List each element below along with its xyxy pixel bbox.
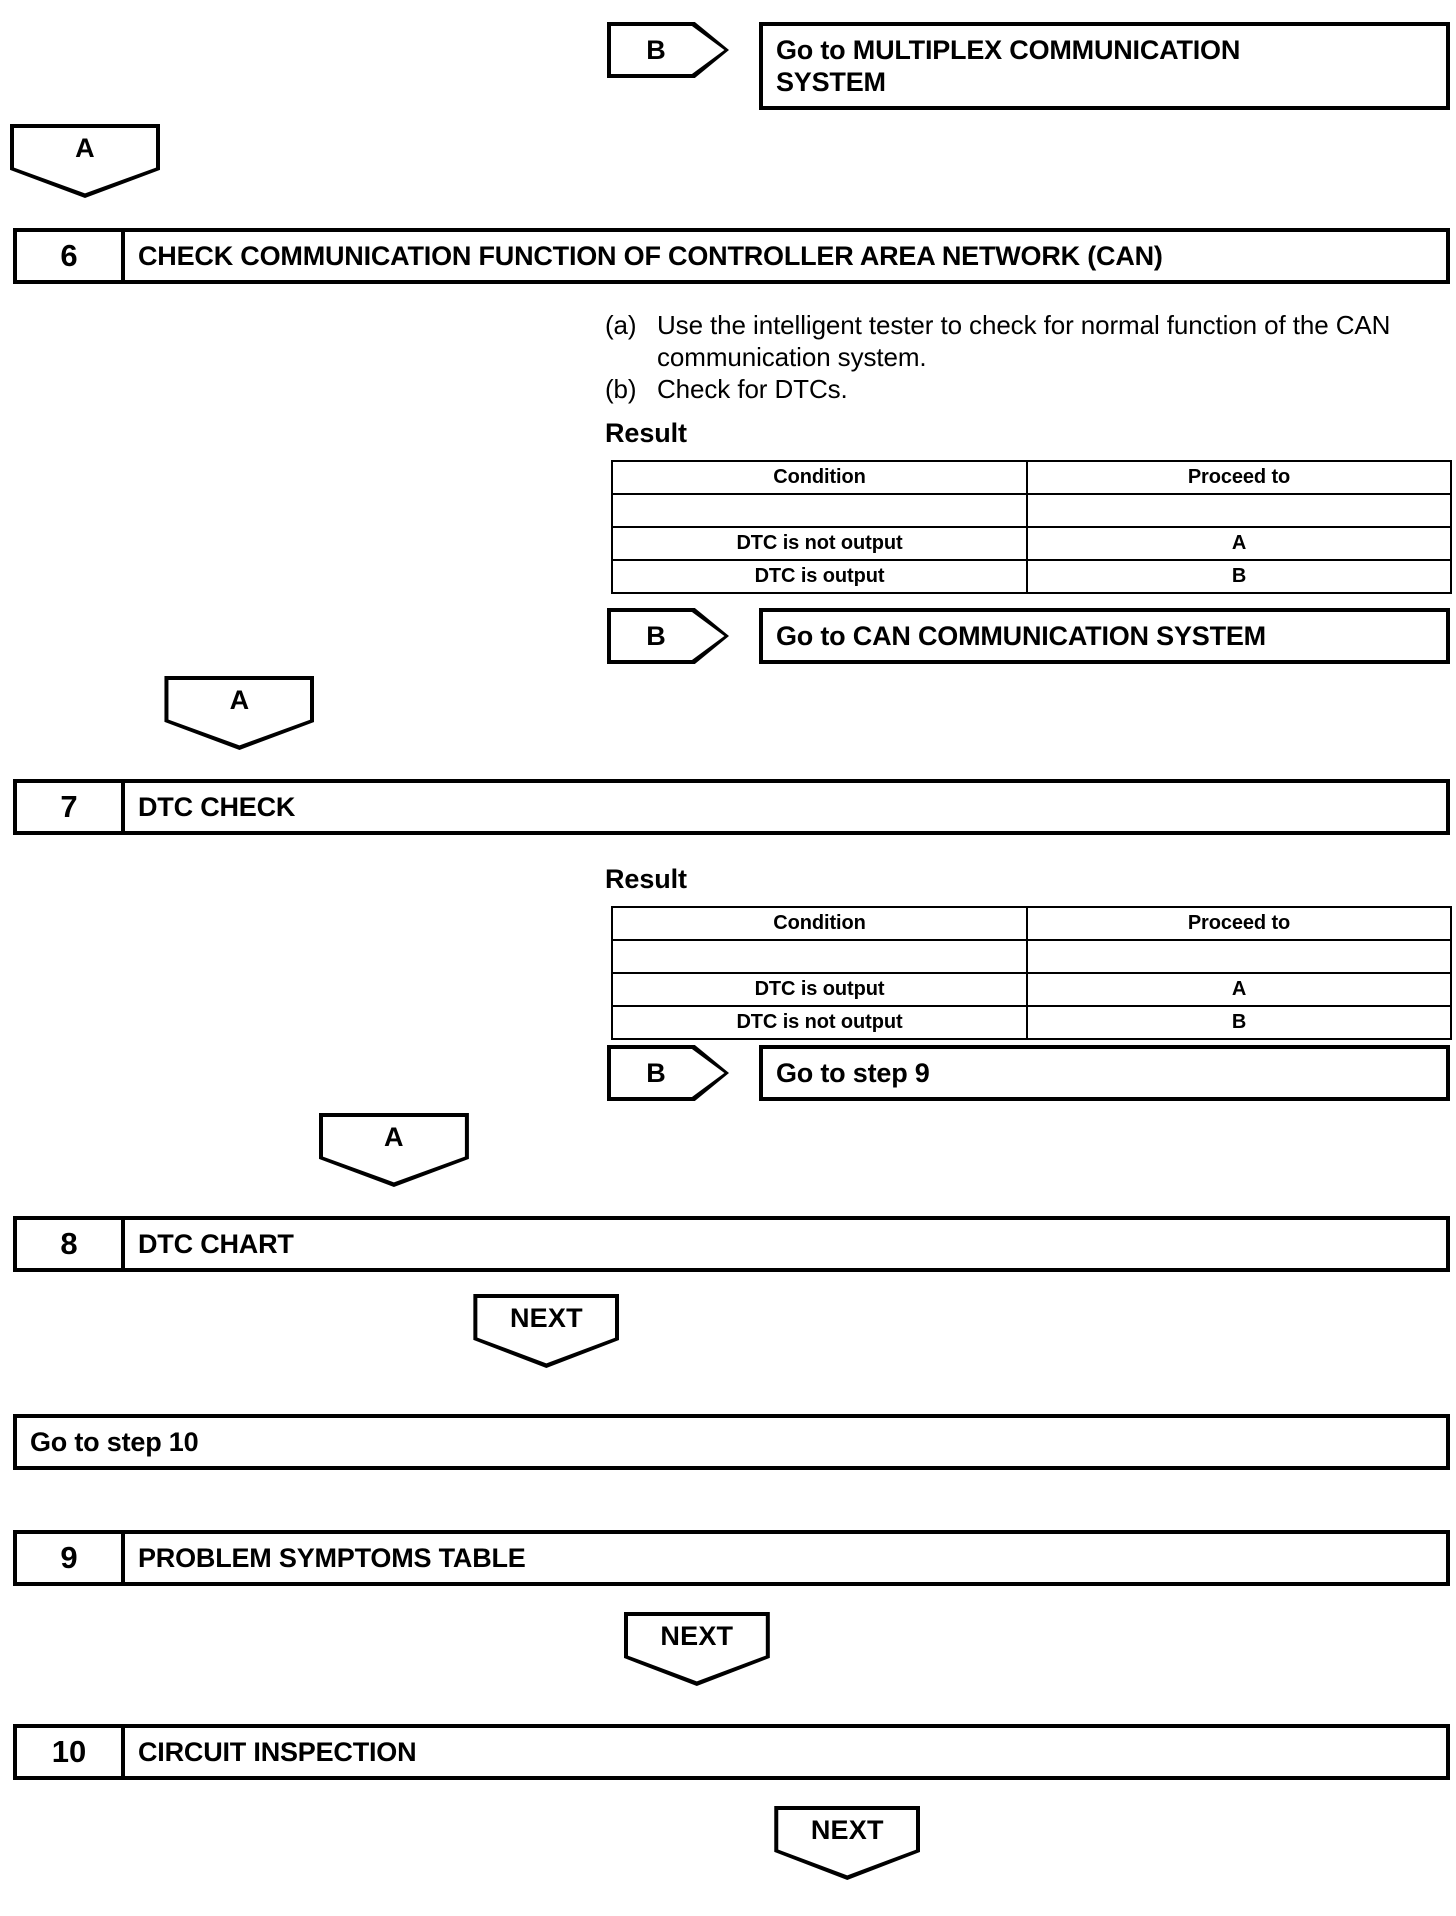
step-bar-9[interactable]: 9 PROBLEM SYMPTOMS TABLE — [13, 1530, 1450, 1586]
table-header-condition: Condition — [611, 460, 1028, 495]
table-row: DTC is output B — [611, 559, 1452, 594]
connector-next-2[interactable]: NEXT — [623, 1612, 770, 1686]
step-10-title: CIRCUIT INSPECTION — [138, 1736, 417, 1767]
step-8-number: 8 — [17, 1220, 125, 1268]
table-header-double-rule — [611, 493, 1452, 528]
step-7-title: DTC CHECK — [138, 791, 296, 822]
goto-step10-label: Go to step 10 — [30, 1426, 199, 1457]
step-6-result-label: Result — [605, 418, 687, 448]
step-6-title: CHECK COMMUNICATION FUNCTION OF CONTROLL… — [138, 240, 1163, 271]
step-7-result-label: Result — [605, 864, 687, 894]
connector-next-1[interactable]: NEXT — [473, 1294, 620, 1368]
connector-a-3[interactable]: A — [318, 1113, 469, 1187]
step-6-instructions: (a) Use the intelligent tester to check … — [605, 310, 1450, 406]
destination-box-step9[interactable]: Go to step 9 — [759, 1045, 1450, 1101]
instruction-marker-b: (b) — [605, 373, 637, 404]
branch-connector-gap — [729, 608, 759, 664]
step-10-number: 10 — [17, 1728, 125, 1776]
destination-box-multiplex[interactable]: Go to MULTIPLEX COMMUNICATION SYSTEM — [759, 22, 1450, 110]
connector-a-3-label: A — [384, 1122, 404, 1152]
tag-inner-fill — [611, 612, 725, 660]
table-cell-condition: DTC is not output — [611, 1005, 1028, 1040]
step-bar-10[interactable]: 10 CIRCUIT INSPECTION — [13, 1724, 1450, 1780]
table-cell-proceed: B — [1026, 559, 1452, 594]
table-cell-condition: DTC is output — [611, 972, 1028, 1007]
branch-row-can: B Go to CAN COMMUNICATION SYSTEM — [607, 608, 1450, 664]
connector-tag-b-can[interactable]: B — [607, 608, 729, 664]
table-cell-proceed: A — [1026, 972, 1452, 1007]
connector-a-2-label: A — [229, 685, 250, 715]
instruction-item-a: (a) Use the intelligent tester to check … — [605, 310, 1450, 374]
table-header-double-rule — [611, 939, 1452, 974]
destination-box-can[interactable]: Go to CAN COMMUNICATION SYSTEM — [759, 608, 1450, 664]
table-cell-proceed: A — [1026, 526, 1452, 561]
table-header-row: Condition Proceed to — [611, 906, 1452, 941]
connector-next-3-label: NEXT — [810, 1815, 884, 1845]
connector-tag-b-step9[interactable]: B — [607, 1045, 729, 1101]
tag-inner-fill — [611, 26, 725, 74]
connector-tag-label: B — [646, 1057, 666, 1088]
table-header-proceed: Proceed to — [1026, 906, 1452, 941]
instruction-item-b: (b) Check for DTCs. — [605, 374, 1450, 406]
destination-label: Go to CAN COMMUNICATION SYSTEM — [776, 620, 1266, 651]
table-row: DTC is not output B — [611, 1005, 1452, 1040]
table-cell-condition: DTC is output — [611, 559, 1028, 594]
table-row: DTC is output A — [611, 972, 1452, 1007]
branch-row-step9: B Go to step 9 — [607, 1045, 1450, 1101]
instruction-text-a: Use the intelligent tester to check for … — [657, 310, 1391, 372]
tag-inner-fill — [611, 1049, 725, 1097]
step-9-title: PROBLEM SYMPTOMS TABLE — [138, 1542, 526, 1573]
destination-line-2: SYSTEM — [776, 66, 886, 97]
table-row: DTC is not output A — [611, 526, 1452, 561]
destination-line-1: Go to MULTIPLEX COMMUNICATION — [776, 35, 1241, 65]
step-6-number: 6 — [17, 232, 125, 280]
connector-next-1-label: NEXT — [509, 1303, 583, 1333]
step-8-title: DTC CHART — [138, 1228, 294, 1259]
connector-tag-label: B — [646, 620, 666, 651]
table-cell-proceed: B — [1026, 1005, 1452, 1040]
table-header-condition: Condition — [611, 906, 1028, 941]
branch-connector-gap — [729, 1045, 759, 1101]
goto-step10-bar[interactable]: Go to step 10 — [13, 1414, 1450, 1470]
connector-tag-b-multiplex[interactable]: B — [607, 22, 729, 78]
step-bar-8[interactable]: 8 DTC CHART — [13, 1216, 1450, 1272]
branch-row-multiplex: B Go to MULTIPLEX COMMUNICATION SYSTEM — [607, 22, 1450, 110]
connector-next-3[interactable]: NEXT — [774, 1806, 921, 1880]
step-7-result-table-wrap: Condition Proceed to DTC is output A DTC… — [611, 906, 1452, 1040]
instruction-marker-a: (a) — [605, 310, 637, 340]
destination-label: Go to step 9 — [776, 1057, 930, 1088]
step-6-result-table-wrap: Condition Proceed to DTC is not output A… — [611, 460, 1452, 594]
step-bar-7[interactable]: 7 DTC CHECK — [13, 779, 1450, 835]
table-cell-condition: DTC is not output — [611, 526, 1028, 561]
connector-next-2-label: NEXT — [660, 1621, 734, 1651]
step-7-result-table: Condition Proceed to DTC is output A DTC… — [611, 906, 1452, 1040]
step-bar-6[interactable]: 6 CHECK COMMUNICATION FUNCTION OF CONTRO… — [13, 228, 1450, 284]
connector-a-1-label: A — [75, 133, 95, 163]
step-7-number: 7 — [17, 783, 125, 831]
connector-a-1[interactable]: A — [10, 124, 160, 198]
step-6-result-table: Condition Proceed to DTC is not output A… — [611, 460, 1452, 594]
table-header-proceed: Proceed to — [1026, 460, 1452, 495]
connector-a-2[interactable]: A — [164, 676, 315, 750]
branch-connector-gap — [729, 22, 759, 110]
table-header-row: Condition Proceed to — [611, 460, 1452, 495]
step-9-number: 9 — [17, 1534, 125, 1582]
connector-tag-label: B — [646, 34, 666, 65]
instruction-text-b: Check for DTCs. — [657, 373, 848, 404]
